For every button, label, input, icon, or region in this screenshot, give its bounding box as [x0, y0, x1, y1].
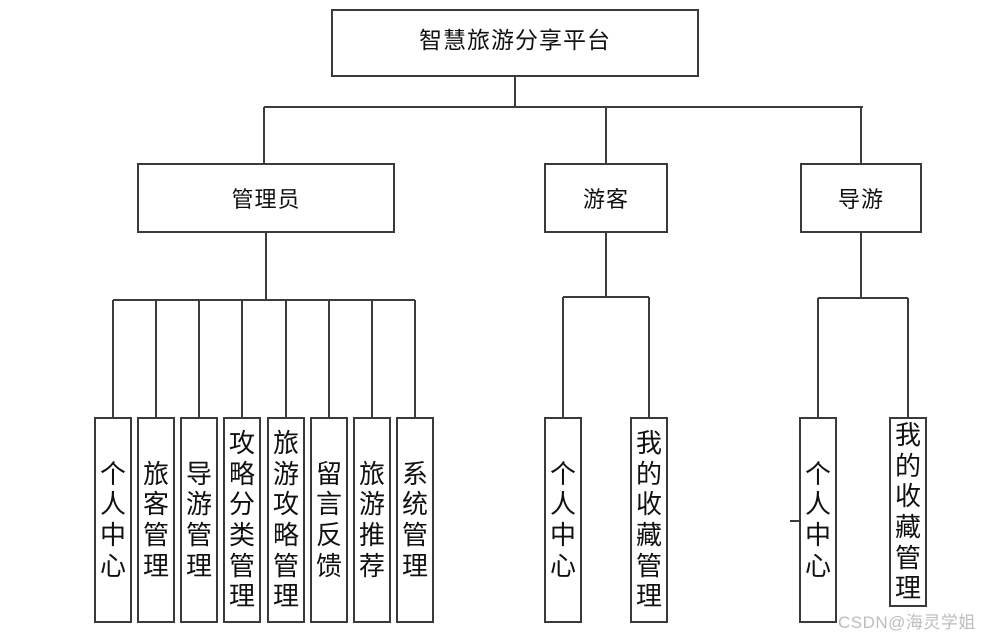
node-admin-personal-center-label: 个人中心	[99, 458, 126, 581]
node-guide-my-favorites-management-label: 我的收藏管理	[894, 419, 921, 604]
node-tourist-label: 游客	[582, 187, 629, 212]
node-admin-system-management-label: 系统管理	[401, 458, 428, 581]
node-admin-traveler-management-label: 旅客管理	[142, 458, 169, 581]
node-admin-travel-strategy-management: 旅游攻略管理	[267, 417, 305, 623]
node-tourist-my-favorites-management-label: 我的收藏管理	[635, 427, 662, 612]
node-tourist: 游客	[544, 163, 668, 233]
node-admin-travel-strategy-management-label: 旅游攻略管理	[272, 427, 299, 612]
node-admin-travel-recommendation-label: 旅游推荐	[358, 458, 385, 581]
node-platform-root: 智慧旅游分享平台	[331, 9, 699, 77]
node-guide-personal-center: 个人中心	[799, 417, 837, 623]
node-guide: 导游	[800, 163, 922, 233]
node-admin-guide-management-label: 导游管理	[185, 458, 212, 581]
node-admin-message-feedback-label: 留言反馈	[315, 458, 342, 581]
node-admin-travel-recommendation: 旅游推荐	[353, 417, 391, 623]
node-tourist-personal-center: 个人中心	[544, 417, 582, 623]
csdn-watermark: CSDN@海灵学姐	[838, 613, 976, 632]
node-tourist-my-favorites-management: 我的收藏管理	[630, 417, 668, 623]
node-admin: 管理员	[137, 163, 395, 233]
node-admin-strategy-category-management-label: 攻略分类管理	[228, 427, 255, 612]
node-admin-label: 管理员	[231, 187, 301, 212]
node-admin-message-feedback: 留言反馈	[310, 417, 348, 623]
node-admin-guide-management: 导游管理	[180, 417, 218, 623]
node-admin-strategy-category-management: 攻略分类管理	[223, 417, 261, 623]
node-platform-root-label: 智慧旅游分享平台	[419, 27, 611, 53]
node-admin-personal-center: 个人中心	[94, 417, 132, 623]
node-guide-my-favorites-management: 我的收藏管理	[889, 417, 927, 607]
node-guide-label: 导游	[837, 187, 884, 212]
node-guide-personal-center-label: 个人中心	[804, 458, 831, 581]
node-admin-system-management: 系统管理	[396, 417, 434, 623]
node-tourist-personal-center-label: 个人中心	[549, 458, 576, 581]
node-admin-traveler-management: 旅客管理	[137, 417, 175, 623]
